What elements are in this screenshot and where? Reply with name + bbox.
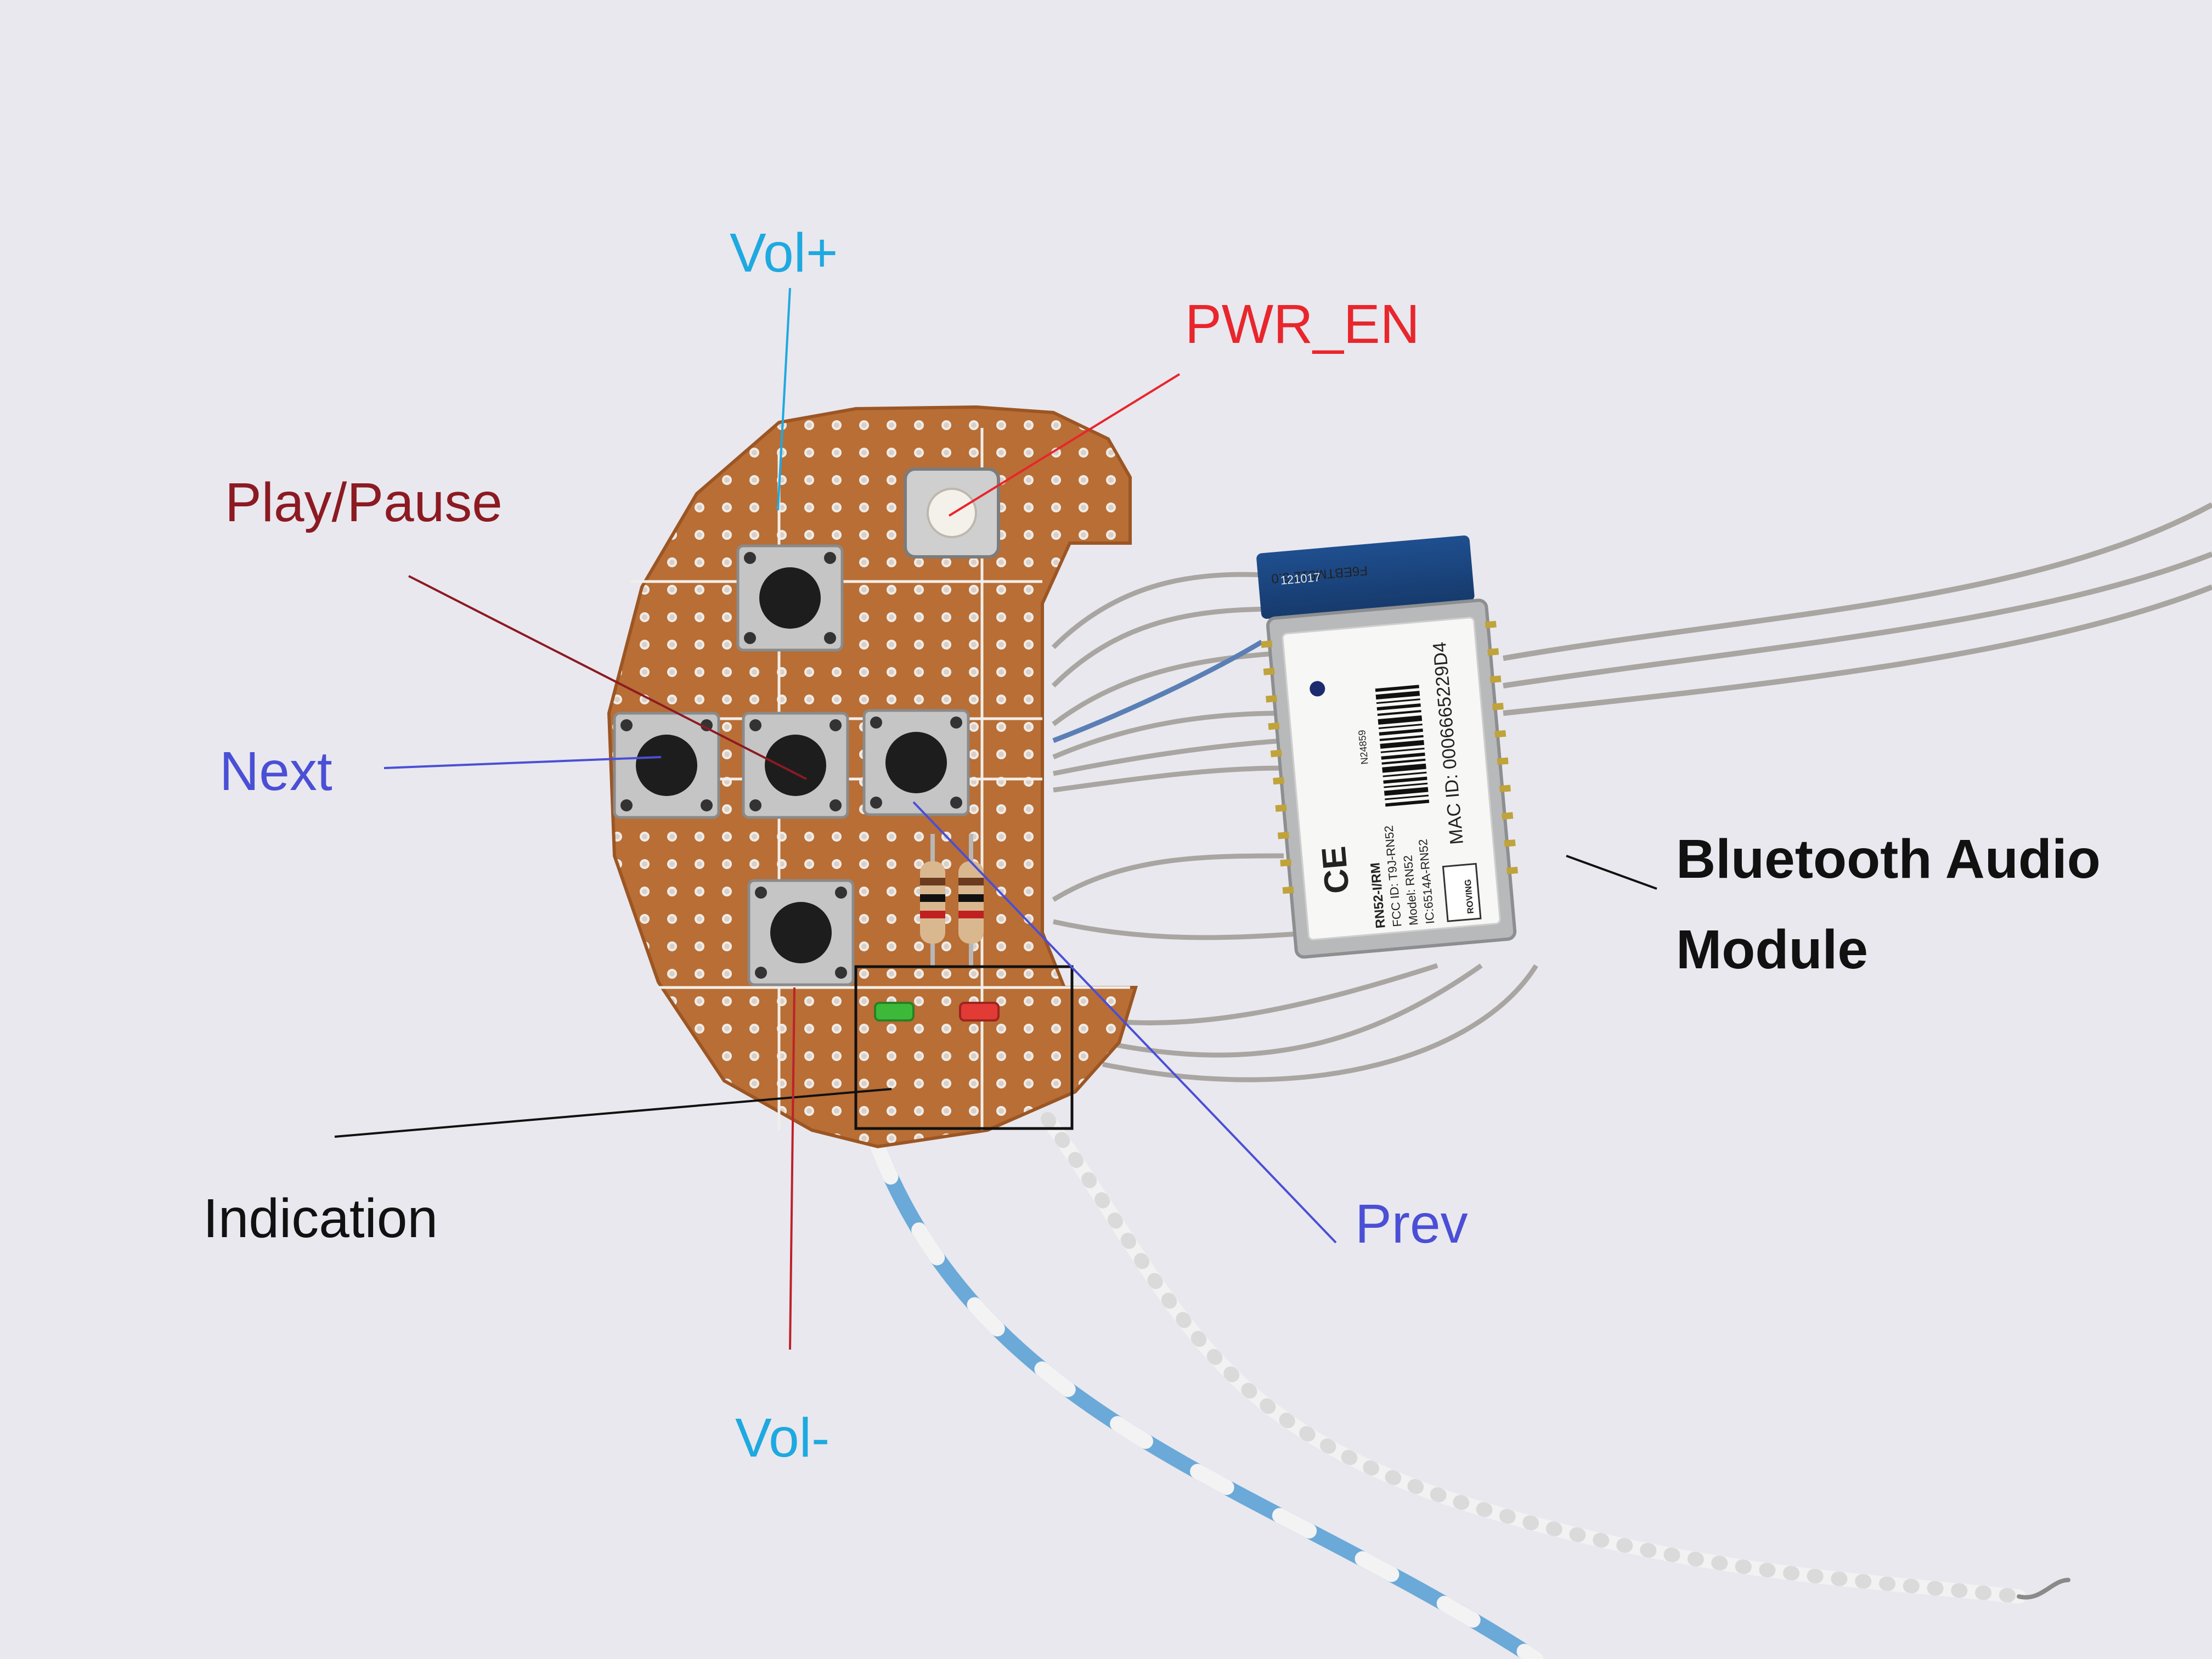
label-indication: Indication — [203, 1188, 438, 1249]
button-next — [613, 712, 720, 819]
label-vol-minus: Vol- — [735, 1407, 830, 1469]
leader-vol-minus — [789, 987, 795, 1350]
label-prev: Prev — [1355, 1193, 1468, 1255]
wires-board-to-module — [1051, 572, 1538, 1082]
resistors — [920, 834, 984, 966]
blue-wire — [1052, 640, 1263, 743]
leader-pwr-en — [948, 373, 1181, 517]
leader-indication — [334, 1088, 892, 1138]
leader-vol-plus — [777, 287, 791, 511]
leader-lines — [334, 287, 1657, 1350]
button-vol-plus — [736, 544, 844, 652]
wires-module-to-edge — [1503, 502, 2212, 716]
module-ce-mark: CE — [1315, 845, 1357, 895]
label-vol-plus: Vol+ — [730, 222, 838, 284]
label-play-pause: Play/Pause — [225, 472, 503, 533]
leader-bluetooth — [1566, 855, 1657, 890]
module-brand: ROVING — [1464, 879, 1476, 914]
output-wires — [870, 1112, 2070, 1659]
leader-next — [383, 756, 662, 769]
bluetooth-module: F6EBTM512-3.0 121017 CE RN52-I/RM FC — [1256, 535, 1518, 959]
label-bluetooth-line1: Bluetooth Audio — [1676, 828, 2101, 890]
indication-box — [854, 965, 1074, 1130]
red-led — [959, 1002, 1000, 1022]
button-vol-minus — [747, 879, 855, 986]
green-led — [874, 1002, 915, 1022]
leader-prev — [912, 801, 1337, 1244]
label-pwr-en: PWR_EN — [1185, 294, 1420, 355]
leader-play-pause — [408, 575, 807, 780]
button-prev — [862, 709, 970, 816]
label-bluetooth-line2: Module — [1676, 919, 1868, 980]
button-play-pause — [742, 712, 849, 819]
label-next: Next — [219, 741, 332, 802]
